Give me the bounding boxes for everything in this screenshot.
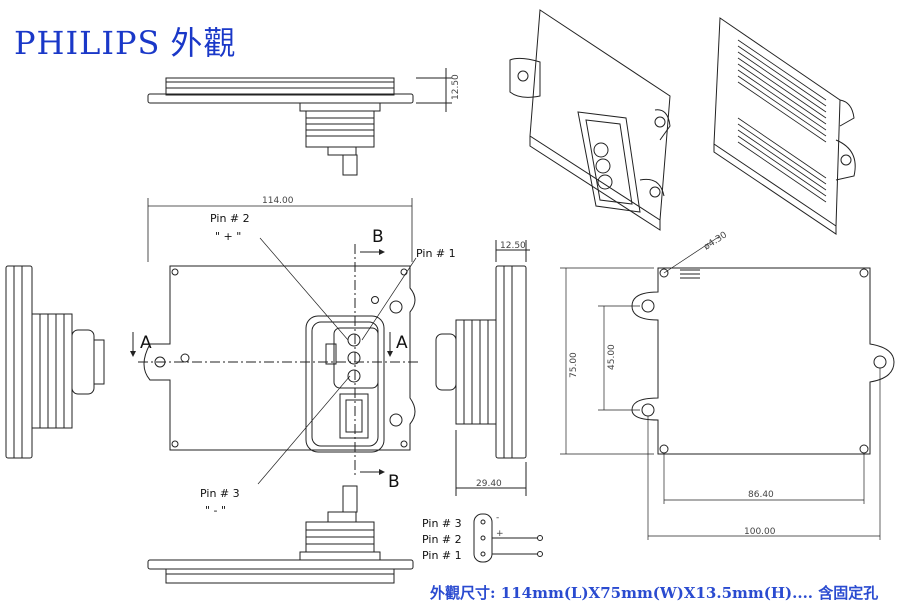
right-side-view — [435, 240, 530, 496]
legend-pin2: Pin # 2 — [422, 533, 462, 546]
section-b-top: B — [372, 227, 384, 247]
dim-pitch-100: 100.00 — [744, 527, 776, 537]
dim-pitch-8640: 86.40 — [748, 490, 774, 500]
spec-footer: 外觀尺寸: 114mm(L)X75mm(W)X13.5mm(H).... 含固定… — [430, 584, 879, 602]
front-view — [138, 244, 420, 478]
pin-leaders — [257, 237, 417, 485]
brand-name: PHILIPS — [14, 24, 161, 62]
dim-length: 114.00 — [262, 196, 294, 206]
section-markers — [130, 249, 393, 475]
top-side-view — [147, 68, 452, 176]
legend-pin3: Pin # 3 — [422, 517, 462, 530]
section-b-bottom: B — [388, 472, 400, 492]
title-chinese: 外觀 — [170, 24, 237, 62]
dim-hole-spacing: 45.00 — [607, 344, 617, 370]
pin2-sign: " + " — [215, 230, 241, 243]
dim-width: 75.00 — [569, 352, 579, 378]
section-a-right: A — [396, 333, 408, 353]
pin3-label: Pin # 3 — [200, 487, 240, 500]
iso-view-back — [713, 17, 856, 235]
legend-pin1: Pin # 1 — [422, 549, 462, 562]
pin3-sign: " - " — [205, 504, 226, 517]
section-a-left: A — [140, 333, 152, 353]
iso-view-connector — [509, 9, 671, 231]
dim-114-line — [147, 198, 413, 262]
bottom-view — [147, 485, 414, 584]
dim-hole-diameter: ø4.30 — [702, 230, 729, 252]
pin2-label: Pin # 2 — [210, 212, 250, 225]
dim-height-side: 12.50 — [500, 241, 526, 251]
right-plan-view — [631, 267, 895, 455]
plan-dims — [560, 235, 881, 540]
legend-sign-plus: + — [496, 529, 504, 539]
pin-legend-drawing — [473, 513, 543, 563]
left-side-view — [5, 265, 105, 459]
dim-depth: 29.40 — [476, 479, 502, 489]
pin1-label: Pin # 1 — [416, 247, 456, 260]
dim-height-top: 12.50 — [451, 74, 461, 100]
legend-sign-minus: - — [496, 513, 499, 523]
